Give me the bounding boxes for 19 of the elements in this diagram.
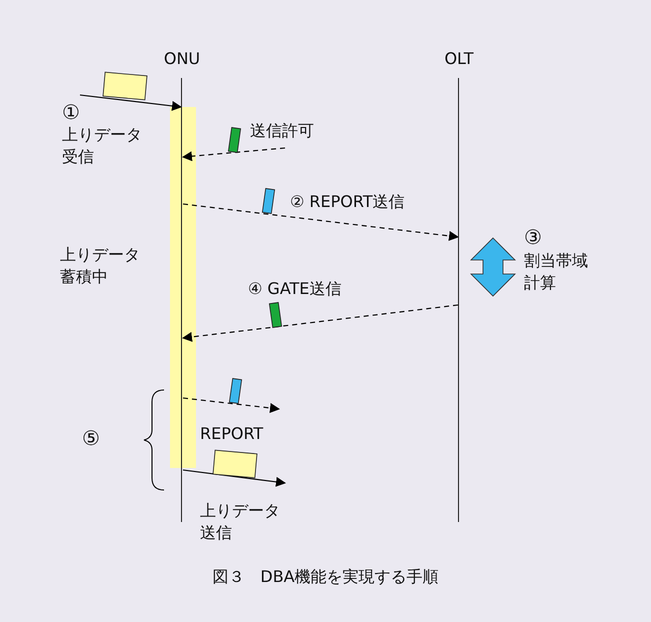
lifeline-label: OLT (444, 48, 474, 70)
step-number: ③ (524, 226, 542, 248)
arrow (80, 94, 182, 111)
arrow (182, 397, 280, 413)
step-number: ① (62, 101, 80, 123)
arrow (182, 304, 458, 342)
annotation: 上りデータ蓄積中 (60, 244, 141, 288)
edge-label: 送信許可 (250, 120, 314, 142)
lifeline-label: ONU (164, 48, 200, 70)
arrow (182, 147, 286, 162)
edge-label: 上りデータ送信 (200, 500, 281, 544)
edge-label: ④ GATE送信 (248, 278, 342, 300)
caption: 図３ DBA機能を実現する手順 (212, 566, 439, 588)
annotation: 上りデータ受信 (62, 124, 143, 168)
edge-label: ② REPORT送信 (290, 191, 405, 213)
edge-label: REPORT (200, 423, 264, 445)
annotation: 割当帯域計算 (524, 250, 589, 294)
arrow (182, 469, 286, 487)
step-number: ⑤ (82, 427, 100, 449)
